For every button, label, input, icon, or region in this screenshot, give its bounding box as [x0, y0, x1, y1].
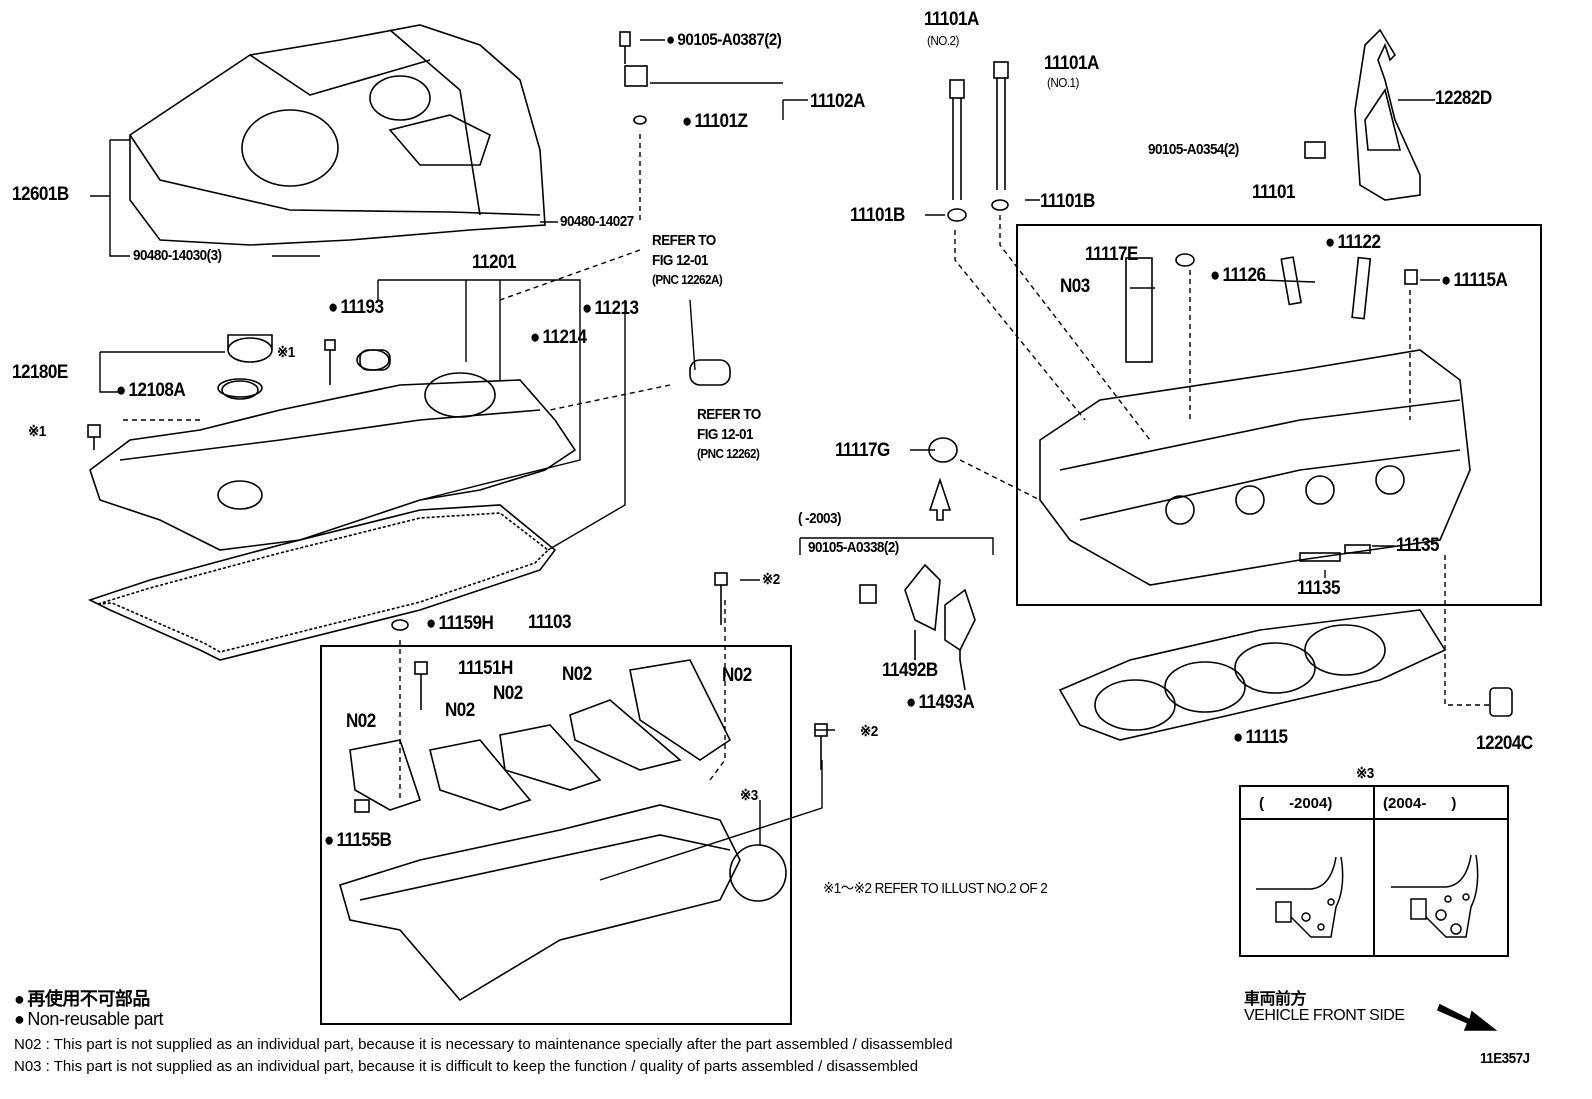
- part-label-12601B[interactable]: 12601B: [12, 184, 69, 205]
- part-label-11101B-right[interactable]: 11101B: [1040, 191, 1095, 212]
- part-label-11103[interactable]: 11103: [528, 612, 572, 633]
- part-label-90480-14030[interactable]: 90480-14030(3): [133, 247, 222, 264]
- leader-lines: [90, 39, 1490, 881]
- legend-non-reusable-jp: 再使用不可部品: [14, 985, 150, 1011]
- part-label-11101A-no1[interactable]: 11101A: [1044, 53, 1099, 74]
- note-n03: N03 : This part is not supplied as an in…: [14, 1058, 919, 1075]
- legend-non-reusable-en: Non-reusable part: [14, 1009, 163, 1030]
- part-label-N02: N02: [445, 700, 475, 721]
- detail-before-2004: [1256, 856, 1344, 938]
- part-label-N02: N02: [722, 665, 752, 686]
- figure-id: 11E357J: [1480, 1050, 1530, 1067]
- part-label-11155B[interactable]: 11155B: [324, 831, 392, 850]
- date-range-2003: ( -2003): [798, 510, 841, 527]
- part-label-11135-a[interactable]: 11135: [1396, 535, 1440, 556]
- part-label-11201[interactable]: 11201: [472, 252, 516, 273]
- front-arrow-icon: [1436, 1003, 1498, 1031]
- part-label-90480-14027[interactable]: 90480-14027: [560, 213, 634, 230]
- ref-mark-3: ※3: [740, 787, 758, 804]
- part-label-11101[interactable]: 11101: [1252, 182, 1296, 203]
- part-label-12204C[interactable]: 12204C: [1476, 733, 1533, 754]
- part-label-N02: N02: [346, 711, 376, 732]
- cover-gasket-11213: [87, 504, 557, 661]
- bolts: [87, 31, 1513, 813]
- part-label-12180E[interactable]: 12180E: [12, 362, 68, 383]
- cylinder-head-cover-11201: [89, 334, 577, 551]
- refer-illust-note: ※1～※2 REFER TO ILLUST NO.2 OF 2: [823, 880, 1048, 897]
- part-label-11492B[interactable]: 11492B: [882, 660, 938, 681]
- part-label-11214[interactable]: 11214: [530, 328, 587, 347]
- part-label-11101Z[interactable]: 11101Z: [682, 112, 748, 131]
- cylinder-head-11101: [1039, 349, 1471, 586]
- note-n02: N02 : This part is not supplied as an in…: [14, 1036, 953, 1053]
- part-label-11135-b[interactable]: 11135: [1297, 578, 1341, 599]
- part-label-90105-A0387[interactable]: 90105-A0387(2): [666, 31, 781, 48]
- front-side-en: VEHICLE FRONT SIDE: [1244, 1007, 1405, 1024]
- refer-fig-12-01b-line3: (PNC 12262): [697, 446, 760, 461]
- head-gasket-11115: [1058, 609, 1447, 741]
- part-label-N03: N03: [1060, 276, 1090, 297]
- part-label-11151H[interactable]: 11151H: [458, 658, 513, 679]
- part-label-11101A-no2[interactable]: 11101A: [924, 9, 979, 30]
- cylinder-head-subassy-box: [1016, 224, 1542, 606]
- part-sub-no2: (NO.2): [927, 33, 959, 48]
- part-label-11126[interactable]: 11126: [1210, 266, 1267, 285]
- refer-fig-12-01b-line2: FIG 12-01: [697, 426, 753, 443]
- refer-fig-12-01-line3: (PNC 12262A): [652, 272, 723, 287]
- part-label-11213[interactable]: 11213: [582, 299, 639, 318]
- part-label-11117E[interactable]: 11117E: [1085, 244, 1138, 265]
- camshaft-housing-11103: [339, 659, 787, 1002]
- part-label-11159H[interactable]: 11159H: [426, 614, 494, 633]
- note-col-after-2004: (2004- ): [1383, 795, 1457, 812]
- note-col-before-2004: ( -2004): [1259, 795, 1333, 812]
- ref-mark-1: ※1: [28, 423, 46, 440]
- part-label-N02: N02: [493, 683, 523, 704]
- part-label-11117G[interactable]: 11117G: [835, 440, 890, 461]
- part-sub-no1: (NO.1): [1047, 75, 1079, 90]
- refer-fig-12-01-line2: FIG 12-01: [652, 252, 708, 269]
- ref-mark-2: ※2: [762, 571, 780, 588]
- part-label-90105-A0354[interactable]: 90105-A0354(2): [1148, 141, 1239, 158]
- engine-hanger-12282D: [1354, 28, 1435, 201]
- ref-mark-1: ※1: [277, 344, 295, 361]
- note-table: ( -2004) (2004- ): [1239, 785, 1509, 957]
- part-label-11102A[interactable]: 11102A: [810, 91, 865, 112]
- part-label-11101B-left[interactable]: 11101B: [850, 205, 905, 226]
- part-label-11493A[interactable]: 11493A: [906, 693, 975, 712]
- plates-11492B-11493A: [904, 477, 976, 691]
- part-label-12108A[interactable]: 12108A: [116, 381, 186, 400]
- camshaft-housing-box: [320, 645, 792, 1025]
- note-table-title: ※3: [1356, 765, 1374, 782]
- refer-fig-12-01-line1: REFER TO: [652, 232, 716, 249]
- detail-after-2004: [1391, 854, 1479, 938]
- part-label-12282D[interactable]: 12282D: [1435, 88, 1492, 109]
- ref-mark-2: ※2: [860, 723, 878, 740]
- part-label-90105-A0338[interactable]: 90105-A0338(2): [808, 539, 899, 556]
- refer-fig-12-01b-line1: REFER TO: [697, 406, 761, 423]
- part-label-11122[interactable]: 11122: [1325, 233, 1382, 252]
- part-label-N02: N02: [562, 664, 592, 685]
- part-label-11115A[interactable]: 11115A: [1441, 271, 1508, 290]
- part-label-11115[interactable]: 11115: [1233, 728, 1289, 747]
- part-label-11193[interactable]: 11193: [328, 298, 385, 317]
- front-side-jp: 車両前方: [1244, 991, 1307, 1008]
- engine-cover-12601B: [129, 24, 546, 246]
